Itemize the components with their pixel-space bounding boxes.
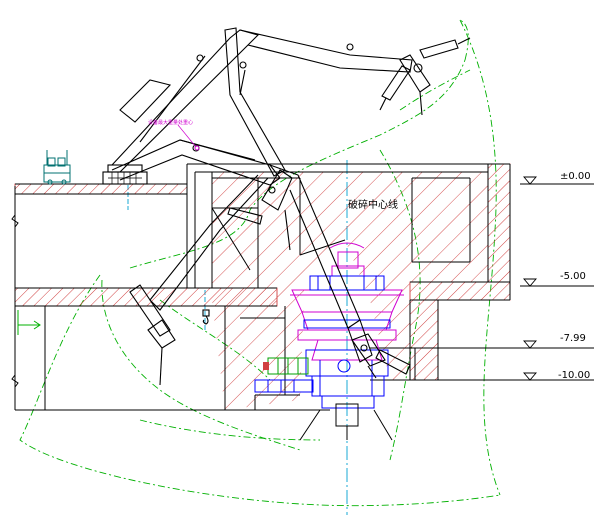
cog-leader [177,124,197,148]
level-label-3: -10.00 [558,370,590,381]
level-label-1: -5.00 [560,271,586,282]
level-marks [520,176,594,381]
level-label-2: -7.99 [560,333,586,344]
structure-lines [11,163,520,411]
equipment-note: 设备最大重量处重心 [148,119,193,126]
power-unit [43,150,71,185]
breaker-booms [102,27,471,386]
crusher [254,242,404,441]
level-label-0: ±0.00 [560,171,591,182]
cog-marker [194,145,200,151]
crusher-centerline-label: 破碎中心线 [348,198,398,211]
